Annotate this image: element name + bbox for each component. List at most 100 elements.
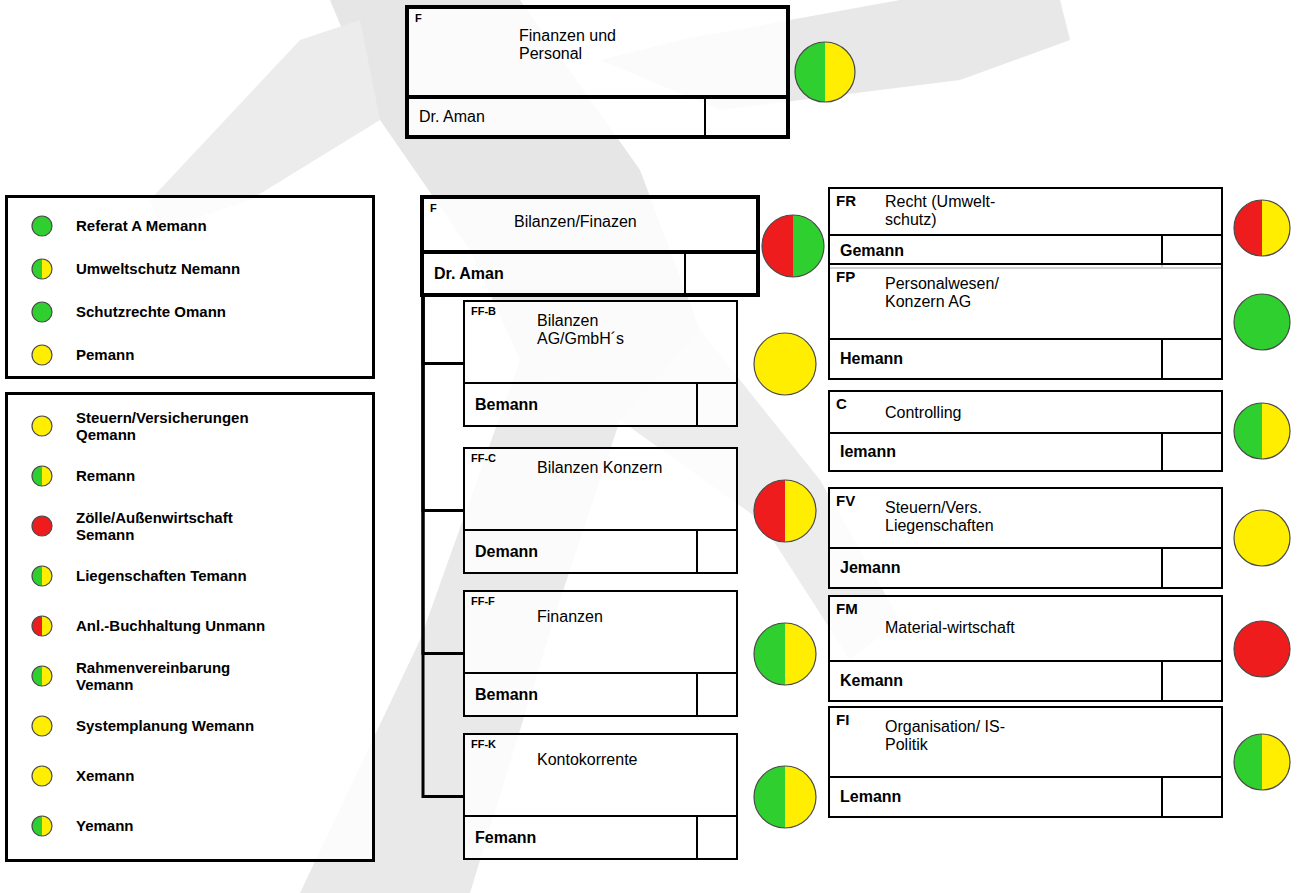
status-dot-half [754, 333, 785, 395]
unit-title: Organisation/ IS-Politik [885, 708, 1045, 759]
org-box: FF-FFinanzenBemann [463, 590, 738, 717]
status-dot-half [32, 259, 42, 279]
status-entry: Umweltschutz Nemann [76, 260, 240, 277]
legend-row: Rahmenvereinbarung Vemann [8, 651, 372, 701]
unit-code: FF-C [471, 452, 496, 464]
unit-code: FF-F [471, 595, 495, 607]
person-name: Demann [465, 531, 696, 572]
unit-title: Kontokorrente [537, 735, 672, 773]
person-name: Bemann [465, 674, 696, 715]
status-dot-half [1262, 621, 1290, 677]
status-dot-half [42, 216, 52, 236]
box-footer: Dr. Aman [409, 95, 786, 135]
status-dot-half [1234, 294, 1262, 350]
status-dot [1234, 200, 1290, 256]
status-dot-half [32, 716, 42, 736]
status-dot-half [1262, 403, 1290, 459]
box-header: FF-KKontokorrente [465, 735, 736, 815]
legend-row: Systemplanung Wemann [8, 701, 372, 751]
status-dot-outline [754, 480, 816, 542]
status-dot-outline [32, 616, 52, 636]
unit-code: FV [836, 492, 855, 509]
connector-line [423, 297, 463, 797]
status-entry: Anl.-Buchhaltung Unmann [76, 617, 265, 634]
status-entry: Remann [76, 467, 135, 484]
status-dot-half [795, 42, 825, 102]
status-dot [32, 716, 52, 736]
status-dot-half [785, 766, 816, 828]
status-entry: Systemplanung Wemann [76, 717, 254, 734]
legend-row: Anl.-Buchhaltung Unmann [8, 601, 372, 651]
status-dot [754, 480, 816, 542]
unit-title: Personalwesen/ Konzern AG [885, 265, 1045, 316]
person-name: Hemann [830, 340, 1161, 378]
status-dot [1234, 621, 1290, 677]
status-dot [1234, 510, 1290, 566]
box-footer: Iemann [830, 432, 1221, 470]
org-box: FF-BBilanzen AG/GmbH´sBemann [463, 300, 738, 427]
status-dot-outline [32, 566, 52, 586]
legend-row: Steuern/Versicherungen Qemann [8, 401, 372, 451]
status-dot-half [42, 816, 52, 836]
status-dot-outline [32, 259, 52, 279]
status-dot-half [785, 480, 816, 542]
status-dot-outline [32, 666, 52, 686]
org-box: FBilanzen/FinazenDr. Aman [420, 195, 760, 297]
status-dot-outline [795, 42, 855, 102]
status-entry: Pemann [76, 346, 134, 363]
box-footer: Hemann [830, 338, 1221, 378]
status-dot-half [32, 766, 42, 786]
status-dot-half [42, 466, 52, 486]
status-dot-outline [1234, 621, 1290, 677]
status-dot-half [825, 42, 855, 102]
status-dot [32, 259, 52, 279]
box-footer: Kemann [830, 660, 1221, 700]
status-dot-outline [1234, 734, 1290, 790]
status-dot-icon [30, 214, 54, 238]
status-dot-outline [32, 466, 52, 486]
status-entry: Liegenschaften Temann [76, 567, 247, 584]
status-dot [32, 816, 52, 836]
person-name: Femann [465, 817, 696, 858]
unit-title: Finanzen und Personal [519, 9, 649, 68]
status-dot-half [32, 345, 42, 365]
status-dot [32, 216, 52, 236]
status-dot-icon [30, 564, 54, 588]
status-dot [754, 766, 816, 828]
status-dot [754, 333, 816, 395]
box-header: FF-BBilanzen AG/GmbH´s [465, 302, 736, 382]
status-dot-half [1262, 200, 1290, 256]
box-header: FIOrganisation/ IS-Politik [830, 708, 1221, 776]
empty-cell [684, 254, 756, 293]
status-dot-half [793, 215, 824, 277]
empty-cell [696, 531, 736, 572]
status-dot-half [762, 215, 793, 277]
status-entry: Rahmenvereinbarung Vemann [76, 659, 291, 694]
unit-code: FP [836, 268, 855, 285]
status-dot [32, 566, 52, 586]
person-name: Lemann [830, 778, 1161, 816]
person-name: Dr. Aman [424, 254, 684, 293]
legend-row: Referat A Memann [8, 204, 372, 247]
status-dot-half [42, 716, 52, 736]
status-entry: Steuern/Versicherungen Qemann [76, 409, 291, 444]
status-dot-icon [30, 664, 54, 688]
status-dot-half [42, 666, 52, 686]
empty-cell [704, 99, 786, 135]
status-dot-outline [762, 215, 824, 277]
org-box: CControllingIemann [828, 390, 1223, 472]
org-box: FFinanzen und PersonalDr. Aman [405, 5, 790, 139]
org-box: FF-KKontokorrenteFemann [463, 733, 738, 860]
org-box: FF-CBilanzen KonzernDemann [463, 447, 738, 574]
status-dot [32, 616, 52, 636]
status-dot-outline [32, 345, 52, 365]
status-dot-half [1234, 200, 1262, 256]
status-dot-half [1262, 294, 1290, 350]
status-dot-outline [1234, 510, 1290, 566]
status-dot-half [32, 216, 42, 236]
status-dot [32, 666, 52, 686]
status-dot-half [42, 566, 52, 586]
status-dot-half [1234, 403, 1262, 459]
status-dot-outline [32, 516, 52, 536]
